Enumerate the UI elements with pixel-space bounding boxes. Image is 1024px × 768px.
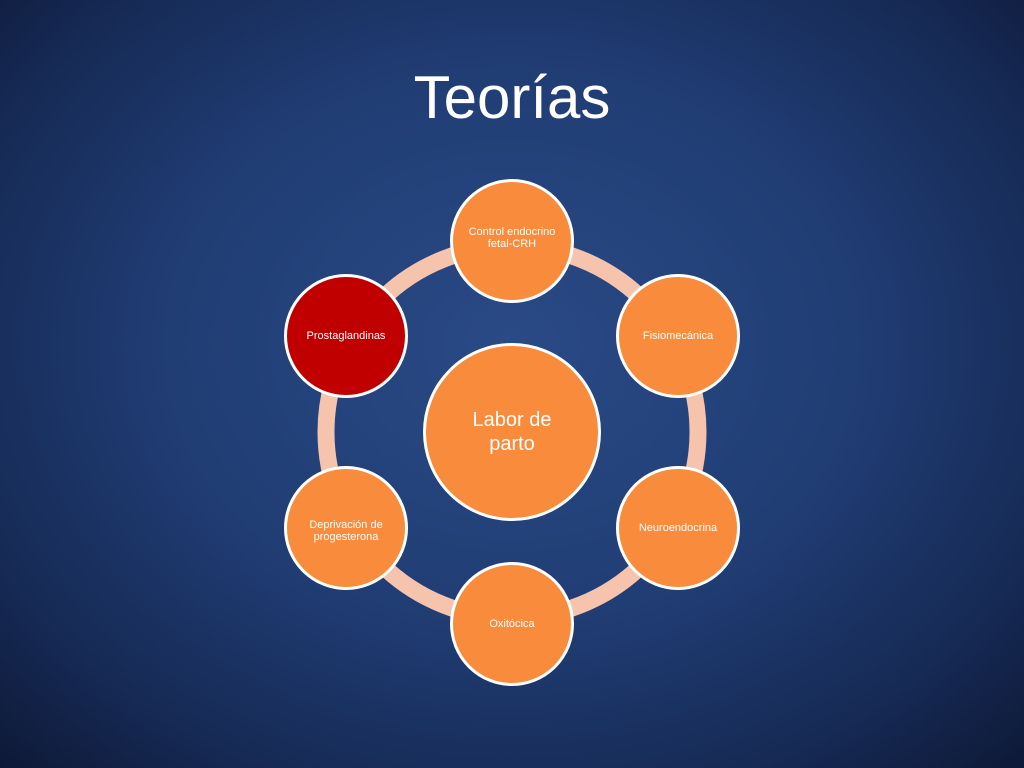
theory-node-label: Oxitócica xyxy=(489,618,535,630)
theory-node-neuroendocrina: Neuroendocrina xyxy=(616,466,740,590)
theory-node-label: Control endocrino fetal-CRH xyxy=(468,226,556,250)
theory-node-fisiomecanica: Fisiomecánica xyxy=(616,274,740,398)
center-node: Labor de parto xyxy=(423,343,601,521)
theory-node-control-endocrino: Control endocrino fetal-CRH xyxy=(450,179,574,303)
theory-node-oxitocica: Oxitócica xyxy=(450,562,574,686)
theory-node-label: Deprivación de progesterona xyxy=(309,519,383,543)
theory-node-prostaglandinas: Prostaglandinas xyxy=(284,274,408,398)
center-node-label: Labor de parto xyxy=(472,409,552,455)
theory-node-deprivacion-progesterona: Deprivación de progesterona xyxy=(284,466,408,590)
slide-title: Teorías xyxy=(413,64,611,131)
theory-node-label: Fisiomecánica xyxy=(642,330,714,342)
theory-node-label: Neuroendocrina xyxy=(638,522,718,534)
theory-node-label: Prostaglandinas xyxy=(306,330,386,342)
